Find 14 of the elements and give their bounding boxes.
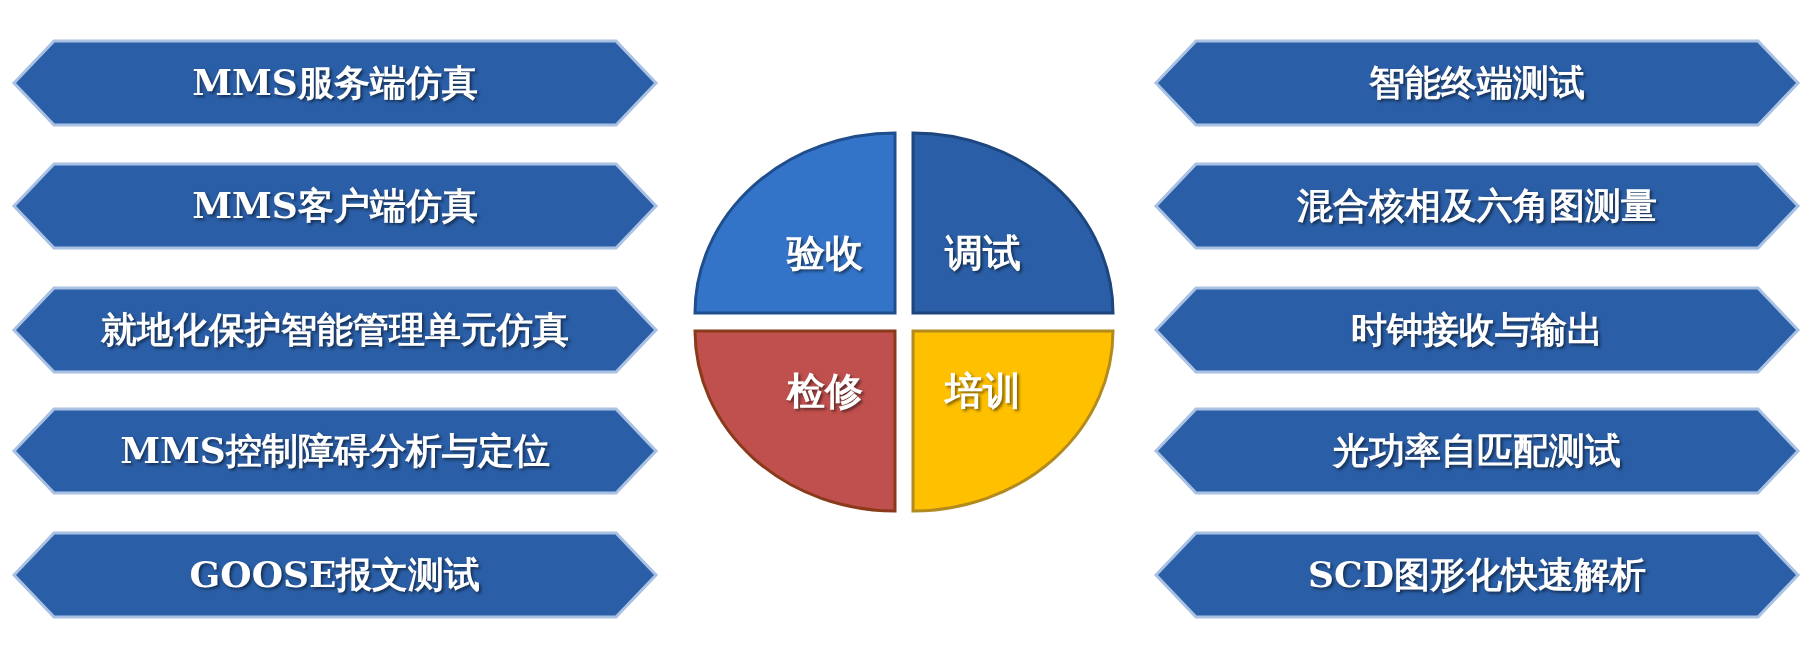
banner-label: SCD图形化快速解析: [1308, 551, 1646, 597]
segment-label: 培训: [945, 366, 1021, 415]
banner-label: GOOSE报文测试: [189, 551, 481, 597]
banner-label: 混合核相及六角图测量: [1297, 182, 1657, 228]
banner-label: 智能终端测试: [1369, 59, 1585, 105]
banner-label: 就地化保护智能管理单元仿真: [101, 306, 569, 352]
segment-label: 调试: [945, 228, 1021, 277]
banner-label: 时钟接收与输出: [1351, 306, 1603, 352]
segment-label: 检修: [787, 366, 863, 415]
banner-label: 光功率自匹配测试: [1333, 427, 1621, 473]
segment-label: 验收: [787, 228, 863, 277]
banner-label: MMS服务端仿真: [192, 59, 478, 105]
banner-label: MMS客户端仿真: [192, 182, 478, 228]
banner-label: MMS控制障碍分析与定位: [120, 427, 550, 473]
